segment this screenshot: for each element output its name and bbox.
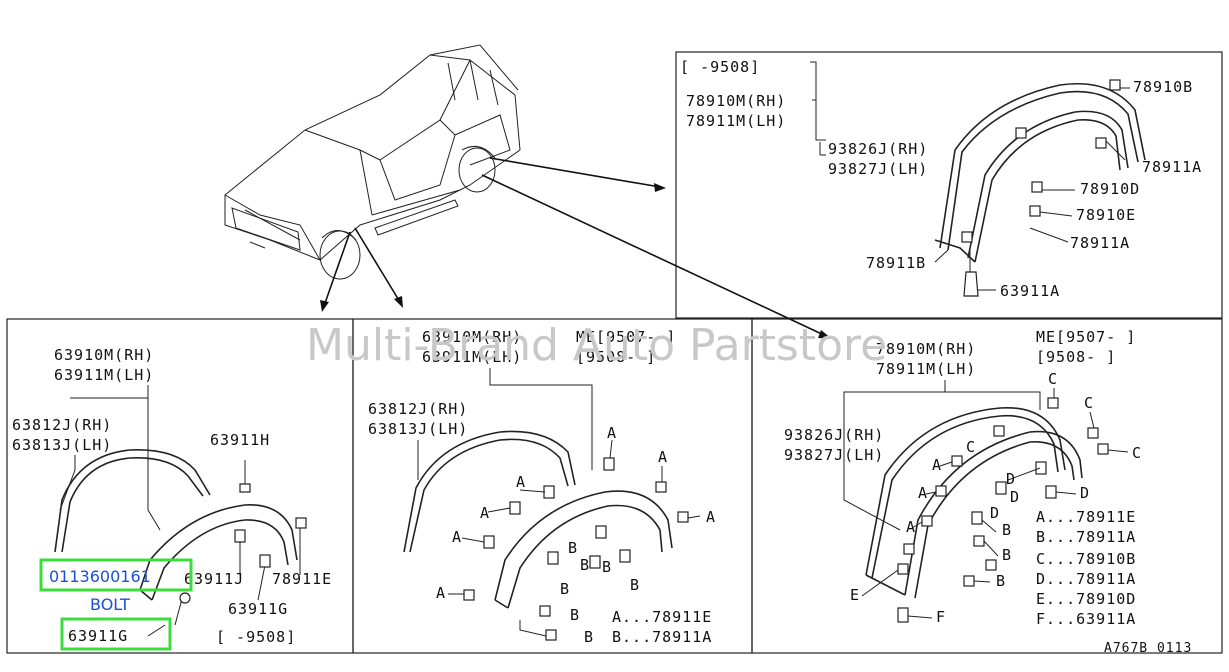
label-63911g-top: 63911G xyxy=(228,600,288,618)
letter-a-7: A xyxy=(436,584,446,602)
label-93827j: 93827J(LH) xyxy=(828,160,928,178)
letter-a-r2: A xyxy=(918,484,928,502)
panel-top-right: [ -9508] 78910M(RH) 78911M(LH) 93826J(RH… xyxy=(680,58,1202,300)
legend-right-f: F...63911A xyxy=(1036,610,1136,628)
letter-b-r3: B xyxy=(996,572,1006,590)
label-63911m: 63911M(LH) xyxy=(54,366,154,384)
highlight-box-part-number xyxy=(39,558,193,592)
label-78910e: 78910E xyxy=(1076,206,1136,224)
label-63910m: 63910M(RH) xyxy=(54,346,154,364)
legend-mid-a: A...78911E xyxy=(612,608,712,626)
letter-e: E xyxy=(850,586,860,604)
legend-right-e: E...78910D xyxy=(1036,590,1136,608)
letter-c-3: C xyxy=(966,438,976,456)
panel-frame-bottom-right xyxy=(751,318,1223,654)
panel-bottom-middle: 63910M(RH) 63911M(LH) ME[9507- ] [9508- … xyxy=(368,328,716,646)
letter-a-2: A xyxy=(658,448,668,466)
highlight-box-ref xyxy=(60,617,172,651)
legend-right-b: B...78911A xyxy=(1036,528,1136,546)
label-right-9508: [9508- ] xyxy=(1036,348,1116,366)
label-78911a-1: 78911A xyxy=(1142,158,1202,176)
letter-f: F xyxy=(936,608,946,626)
letter-a-3: A xyxy=(516,473,526,491)
letter-d-3: D xyxy=(990,504,1000,522)
letter-b-1: B xyxy=(568,539,578,557)
label-right-me9507: ME[9507- ] xyxy=(1036,328,1136,346)
letter-a-5: A xyxy=(452,528,462,546)
label-78911m: 78911M(LH) xyxy=(686,112,786,130)
legend-mid-b: B...78911A xyxy=(612,628,712,646)
letter-d-4: D xyxy=(1080,484,1090,502)
label-78911a-2: 78911A xyxy=(1070,234,1130,252)
letter-b-6: B xyxy=(570,606,580,624)
letter-a-r1: A xyxy=(932,456,942,474)
label-63812j: 63812J(RH) xyxy=(12,416,112,434)
label-78910d: 78910D xyxy=(1080,180,1140,198)
diagram-code: A767B 0113 xyxy=(1104,641,1192,656)
pointer-arrows xyxy=(320,157,832,339)
legend-right-d: D...78911A xyxy=(1036,570,1136,588)
label-date-range-left: [ -9508] xyxy=(216,628,296,646)
highlight-ref-63911g[interactable]: 63911G xyxy=(68,627,128,645)
panel-bottom-right: ME[9507- ] [9508- ] 78910M(RH) 78911M(LH… xyxy=(784,328,1142,628)
letter-c-4: C xyxy=(1132,444,1142,462)
letter-b-r2: B xyxy=(1002,546,1012,564)
label-63813j: 63813J(LH) xyxy=(12,436,112,454)
label-mid-9508: [9508- ] xyxy=(576,348,656,366)
letter-a-r3: A xyxy=(906,518,916,536)
label-date-range: [ -9508] xyxy=(680,58,760,76)
label-right-78910m: 78910M(RH) xyxy=(876,340,976,358)
letter-b-4: B xyxy=(602,558,612,576)
label-mid-63812j: 63812J(RH) xyxy=(368,400,468,418)
label-78910b: 78910B xyxy=(1133,78,1193,96)
label-right-93827j: 93827J(LH) xyxy=(784,446,884,464)
letter-a-6: A xyxy=(706,508,716,526)
panel-frame-top-right xyxy=(675,51,1223,319)
highlight-part-number[interactable]: 0113600161 xyxy=(49,567,151,586)
label-mid-me9507: ME[9507- ] xyxy=(576,328,676,346)
label-93826j: 93826J(RH) xyxy=(828,140,928,158)
letter-b-5: B xyxy=(630,576,640,594)
letter-b-7: B xyxy=(584,628,594,646)
label-mid-63910m: 63910M(RH) xyxy=(422,328,522,346)
label-63911a: 63911A xyxy=(1000,282,1060,300)
letter-b-2: B xyxy=(580,556,590,574)
label-right-78911m: 78911M(LH) xyxy=(876,360,976,378)
letter-c-1: C xyxy=(1048,370,1058,388)
legend-right-a: A...78911E xyxy=(1036,508,1136,526)
letter-c-2: C xyxy=(1084,394,1094,412)
vehicle-illustration xyxy=(224,44,521,280)
watermark: Multi-Brand Auto Partstore xyxy=(306,320,887,371)
label-mid-63813j: 63813J(LH) xyxy=(368,420,468,438)
label-78911b: 78911B xyxy=(866,254,926,272)
letter-b-3: B xyxy=(560,580,570,598)
highlight-bolt-label: BOLT xyxy=(90,595,130,614)
panel-bottom-left: 63910M(RH) 63911M(LH) 63812J(RH) 63813J(… xyxy=(12,346,332,651)
letter-b-r1: B xyxy=(1002,521,1012,539)
label-mid-63911m: 63911M(LH) xyxy=(422,348,522,366)
letter-a-4: A xyxy=(480,504,490,522)
label-78910m: 78910M(RH) xyxy=(686,92,786,110)
label-63911h: 63911H xyxy=(210,431,270,449)
letter-a-1: A xyxy=(607,424,617,442)
label-78911e: 78911E xyxy=(272,570,332,588)
label-63911j: 63911J xyxy=(184,570,244,588)
letter-d-2: D xyxy=(1010,488,1020,506)
legend-right-c: C...78910B xyxy=(1036,550,1136,568)
label-right-93826j: 93826J(RH) xyxy=(784,426,884,444)
